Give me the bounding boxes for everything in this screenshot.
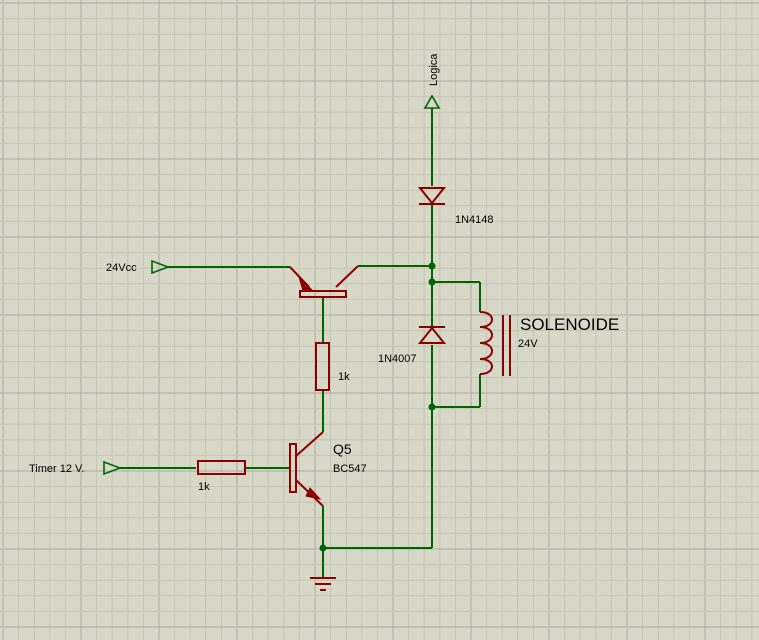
resistor-base xyxy=(197,460,246,475)
wires xyxy=(120,108,481,578)
solenoid-coil xyxy=(479,311,511,376)
supply-terminal-label: 24Vcc xyxy=(106,262,137,274)
junction-dot xyxy=(428,262,436,270)
diode-1n4148 xyxy=(417,187,447,205)
ground-symbol xyxy=(310,577,336,591)
transistor-model-label: BC547 xyxy=(333,463,367,475)
supply-terminal-arrow xyxy=(151,259,171,275)
diode-1n4007 xyxy=(417,326,447,344)
resistor-upper-label: 1k xyxy=(338,371,350,383)
diode-1n4148-label: 1N4148 xyxy=(455,214,494,226)
solenoid-value-label: 24V xyxy=(518,338,538,350)
logic-terminal-label: Logica xyxy=(428,53,440,86)
transistor-arrows xyxy=(297,275,322,500)
junction-dot xyxy=(428,278,436,286)
diode-1n4007-label: 1N4007 xyxy=(378,353,417,365)
npn-emitter-arrow xyxy=(305,487,322,500)
components xyxy=(197,187,511,591)
pnp-emitter-arrow xyxy=(297,275,314,292)
resistor-upper xyxy=(315,342,330,391)
junction-dot xyxy=(428,403,436,411)
junctions xyxy=(319,262,436,552)
timer-terminal-arrow xyxy=(103,460,123,476)
terminals xyxy=(103,94,441,476)
resistor-base-label: 1k xyxy=(198,481,210,493)
junction-dot xyxy=(319,544,327,552)
transistor-ref-label: Q5 xyxy=(333,441,352,457)
timer-terminal-label: Timer 12 V. xyxy=(29,463,84,475)
logic-terminal-arrow xyxy=(423,94,441,109)
solenoid-name-label: SOLENOIDE xyxy=(520,315,619,334)
